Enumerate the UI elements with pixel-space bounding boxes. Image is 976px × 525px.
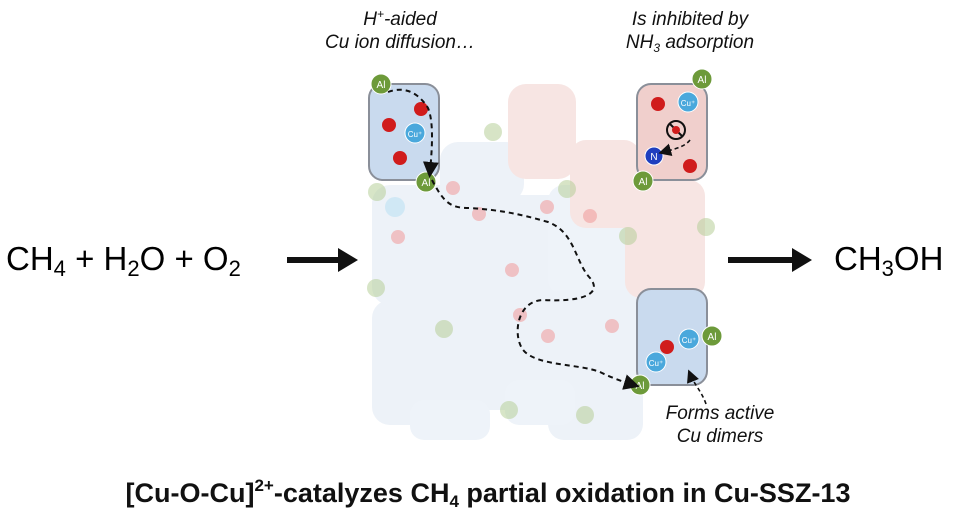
copper-label: Cu⁺	[682, 336, 696, 345]
al-site	[632, 170, 654, 192]
dimer-annotation-line1: Forms active	[665, 403, 775, 424]
diffusion-arrow-in-cage	[387, 88, 439, 178]
diffusion-annotation-line2: Cu ion diffusion…	[325, 32, 475, 53]
product-equation: CH3OH	[834, 240, 944, 281]
oxygen-label: O	[202, 240, 229, 277]
water-label: H	[103, 240, 128, 277]
reactants-equation: CH4 + H2O + O2	[6, 240, 241, 281]
copper-ion	[404, 122, 426, 144]
blocked-icon	[666, 120, 686, 140]
zeolite-framework	[372, 84, 705, 440]
al-label: Al	[422, 178, 431, 189]
oxygen-atom	[583, 209, 597, 223]
diffusion-annotation-line1: H+-aided	[363, 7, 437, 30]
diffusion-annotation: H+-aided Cu ion diffusion…	[300, 8, 500, 54]
oxygen-subscript: 2	[228, 256, 241, 281]
al-site	[691, 68, 713, 90]
al-label: Al	[698, 75, 707, 86]
al-label: Al	[377, 80, 386, 91]
oxygen-atom	[651, 97, 665, 111]
al-site	[576, 406, 594, 424]
cage-diffusion	[368, 83, 440, 181]
framework-cage	[505, 380, 575, 425]
copper-ion	[645, 351, 667, 373]
al-site	[484, 123, 502, 141]
dimer-annotation-line2: Cu dimers	[676, 426, 764, 447]
copper-label: Cu⁺	[649, 359, 663, 368]
methanol-label: CH	[834, 240, 882, 277]
al-site	[435, 320, 453, 338]
al-site	[370, 73, 392, 95]
oxygen-atom	[414, 102, 428, 116]
plus-sign: +	[165, 240, 203, 277]
al-site	[368, 183, 386, 201]
framework-cage-pink	[570, 140, 640, 228]
cage-outline	[368, 83, 440, 181]
oxygen-atom	[505, 263, 519, 277]
copper-ion	[677, 91, 699, 113]
framework-cage	[440, 142, 524, 202]
oxygen-atom	[382, 118, 396, 132]
copper-ion	[678, 328, 700, 350]
copper-label: Cu⁺	[681, 99, 695, 108]
framework-cage-pink	[625, 180, 705, 298]
oxygen-atom	[541, 329, 555, 343]
oxygen-atom	[391, 230, 405, 244]
copper-ion	[385, 197, 405, 217]
oxygen-atom	[446, 181, 460, 195]
dimer-annotation: Forms active Cu dimers	[630, 402, 810, 448]
methane-label: CH	[6, 240, 54, 277]
oxygen-atom	[472, 207, 486, 221]
inhibition-annotation: Is inhibited by NH3 adsorption	[590, 8, 790, 54]
figure-title: [Cu-O-Cu]2+-catalyzes CH4 partial oxidat…	[125, 476, 851, 511]
water-label-o: O	[139, 240, 166, 277]
water-subscript: 2	[127, 256, 140, 281]
al-site	[558, 180, 576, 198]
diffusion-arrow-framework	[431, 179, 640, 390]
oxygen-atom	[393, 151, 407, 165]
oxygen-atom	[540, 200, 554, 214]
plus-sign: +	[65, 240, 104, 277]
nitrogen-label: N	[650, 152, 657, 163]
oxygen-atom	[605, 319, 619, 333]
al-site	[701, 325, 723, 347]
reaction-arrows	[287, 248, 812, 272]
methane-subscript: 4	[53, 256, 66, 281]
al-site	[500, 401, 518, 419]
oxygen-atom	[683, 159, 697, 173]
framework-cage	[445, 195, 565, 305]
methanol-label-oh: OH	[893, 240, 944, 277]
copper-label: Cu⁺	[408, 130, 422, 139]
oxygen-atom	[672, 126, 680, 134]
inhibition-annotation-line2: NH3 adsorption	[625, 32, 755, 55]
input-arrow-head	[338, 248, 358, 272]
oxygen-atom	[660, 340, 674, 354]
diffusion-path	[387, 88, 707, 405]
inhibition-arrow	[658, 139, 691, 156]
inhibition-annotation-line1: Is inhibited by	[631, 9, 749, 30]
faint-molecules	[367, 123, 715, 424]
framework-cage-pink	[508, 84, 576, 179]
al-label: Al	[639, 177, 648, 188]
al-site	[367, 279, 385, 297]
framework-cage	[410, 400, 490, 440]
methanol-subscript: 3	[881, 256, 894, 281]
al-site	[697, 218, 715, 236]
output-arrow-head	[792, 248, 812, 272]
diffusion-cage-atoms: Al Cu⁺ Al	[370, 73, 437, 193]
dimer-callout-arrow	[687, 369, 707, 405]
al-label: Al	[708, 332, 717, 343]
al-site	[619, 227, 637, 245]
al-label: Al	[636, 381, 645, 392]
